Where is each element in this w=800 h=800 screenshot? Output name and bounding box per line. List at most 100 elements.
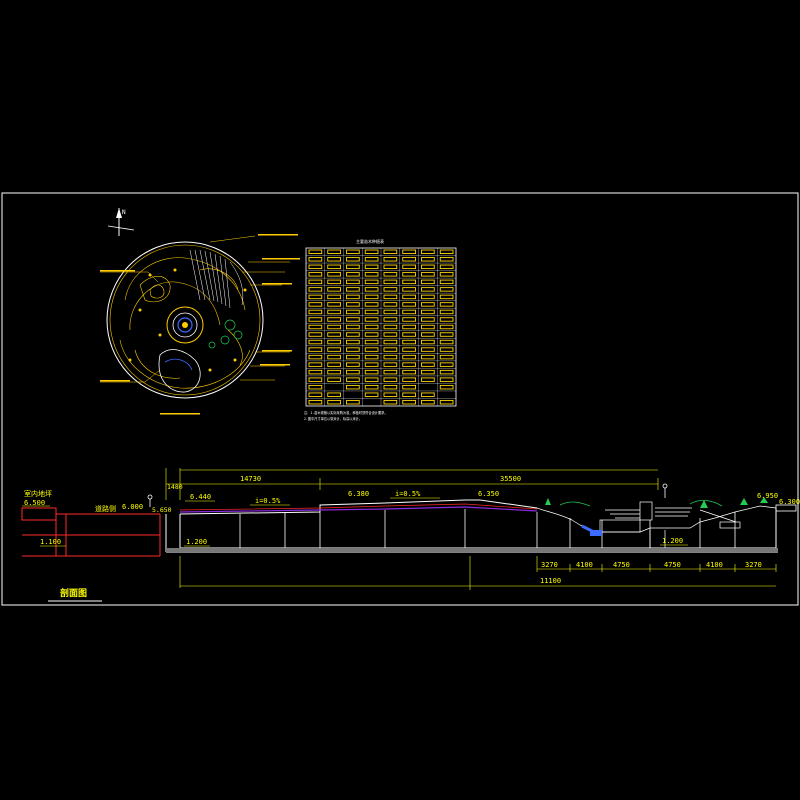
table-cell-symbol — [421, 347, 435, 352]
table-cell-symbol — [364, 332, 379, 337]
table-cell-symbol — [402, 392, 416, 397]
bottom-dimension-lines — [179, 556, 777, 590]
table-cell-symbol — [308, 279, 323, 285]
table-cell-symbol — [383, 249, 398, 254]
table-cell-symbol — [402, 264, 416, 270]
top-dimension-lines — [165, 468, 659, 500]
table-cell-symbol — [346, 384, 360, 390]
table-cell-symbol — [383, 377, 398, 382]
table-cell-symbol — [346, 257, 360, 262]
indoor-elevation: 6.500 — [24, 499, 45, 507]
dim-b4: 4750 — [664, 561, 681, 569]
slope-label-2: i=0.5% — [395, 490, 421, 498]
table-cell-symbol — [383, 369, 398, 375]
table-cell-symbol — [346, 332, 360, 337]
table-cell-symbol — [364, 264, 379, 270]
table-cell-symbol — [383, 264, 398, 270]
table-cell-symbol — [402, 309, 416, 315]
table-cell-symbol — [364, 324, 379, 330]
elevation-6380: 6.380 — [348, 490, 369, 498]
table-cell-symbol — [308, 377, 323, 382]
elevation-6950: 6.950 — [757, 492, 778, 500]
table-cell-symbol — [346, 302, 360, 307]
table-cell-symbol — [346, 339, 360, 345]
elevation-1200-left: 1.200 — [186, 538, 207, 546]
table-cell-symbol — [308, 249, 323, 254]
table-cell-symbol — [383, 392, 398, 397]
table-cell-symbol — [346, 369, 360, 375]
table-cell-symbol — [402, 257, 416, 262]
table-cell-symbol — [364, 384, 379, 390]
table-note: 注：1.苗木规格以实际采购为准，种植时须符合设计要求。 — [304, 410, 388, 415]
table-cell-symbol — [402, 400, 416, 405]
table-cell-symbol — [327, 302, 341, 307]
columns — [239, 509, 736, 548]
dim-1480: 1480 — [167, 483, 183, 491]
table-cell-symbol — [439, 354, 454, 360]
table-cell-symbol — [402, 384, 416, 390]
table-cell-symbol — [364, 249, 379, 254]
road-side-label: 道路侧 — [95, 504, 116, 513]
table-cell-symbol — [402, 377, 416, 382]
roof-slope-line — [179, 506, 538, 513]
dim-b3: 4750 — [613, 561, 630, 569]
table-cell-symbol — [364, 392, 379, 397]
table-cell-symbol — [402, 339, 416, 345]
table-cell-symbol — [327, 354, 341, 360]
table-cell-symbol — [308, 347, 323, 352]
base-slab — [166, 548, 778, 552]
table-cell-symbol — [346, 400, 360, 405]
table-cell-symbol — [439, 272, 454, 277]
table-cell-symbol — [364, 369, 379, 375]
table-cell-symbol — [308, 369, 323, 375]
table-cell-symbol — [346, 264, 360, 270]
table-cell-symbol — [308, 294, 323, 300]
table-cell-symbol — [421, 354, 435, 360]
tree-dots — [128, 268, 247, 372]
table-cell-symbol — [421, 302, 435, 307]
sunken-garden — [536, 501, 777, 548]
cross-section-view: 室内地坪 6.500 道路侧 6.000 5.650 1.100 — [21, 468, 800, 602]
table-cell-symbol — [421, 377, 435, 382]
central-plaza — [166, 306, 204, 344]
table-cell-symbol — [364, 272, 379, 277]
table-cell-symbol — [402, 249, 416, 254]
table-cell-symbol — [439, 347, 454, 352]
table-cell-symbol — [364, 317, 379, 322]
table-cell-symbol — [383, 354, 398, 360]
table-cell-symbol — [439, 309, 454, 315]
table-cell-symbol — [364, 294, 379, 300]
table-cell-symbol — [421, 264, 435, 270]
table-cell-symbol — [308, 392, 323, 397]
retaining-structure — [21, 507, 161, 557]
table-cell-symbol — [402, 332, 416, 337]
table-cell-symbol — [327, 347, 341, 352]
elevation-6440: 6.440 — [190, 493, 211, 501]
pedestrian-figure — [662, 483, 668, 498]
table-cell-symbol — [308, 287, 323, 292]
pool — [590, 530, 602, 536]
table-cell-symbol — [308, 264, 323, 270]
fan-steps — [189, 249, 244, 309]
table-cell-symbol — [402, 362, 416, 367]
table-cell-symbol — [308, 362, 323, 367]
table-cell-symbol — [402, 294, 416, 300]
table-cell-symbol — [439, 324, 454, 330]
table-cell-symbol — [346, 362, 360, 367]
dim-total: 11100 — [540, 577, 561, 585]
table-cell-symbol — [327, 317, 341, 322]
water-feature — [158, 349, 201, 393]
table-cell-symbol — [346, 324, 360, 330]
table-cell-symbol — [308, 324, 323, 330]
table-cell-symbol — [402, 272, 416, 277]
table-cell-symbol — [308, 400, 323, 405]
table-cell-symbol — [421, 332, 435, 337]
table-cell-symbol — [327, 339, 341, 345]
table-cell-symbol — [364, 377, 379, 382]
base-elevation: 1.100 — [40, 538, 61, 546]
table-cell-symbol — [439, 400, 454, 405]
table-cell-symbol — [364, 339, 379, 345]
north-label: N — [122, 209, 126, 216]
table-cell-symbol — [308, 339, 323, 345]
table-cell-symbol — [364, 347, 379, 352]
